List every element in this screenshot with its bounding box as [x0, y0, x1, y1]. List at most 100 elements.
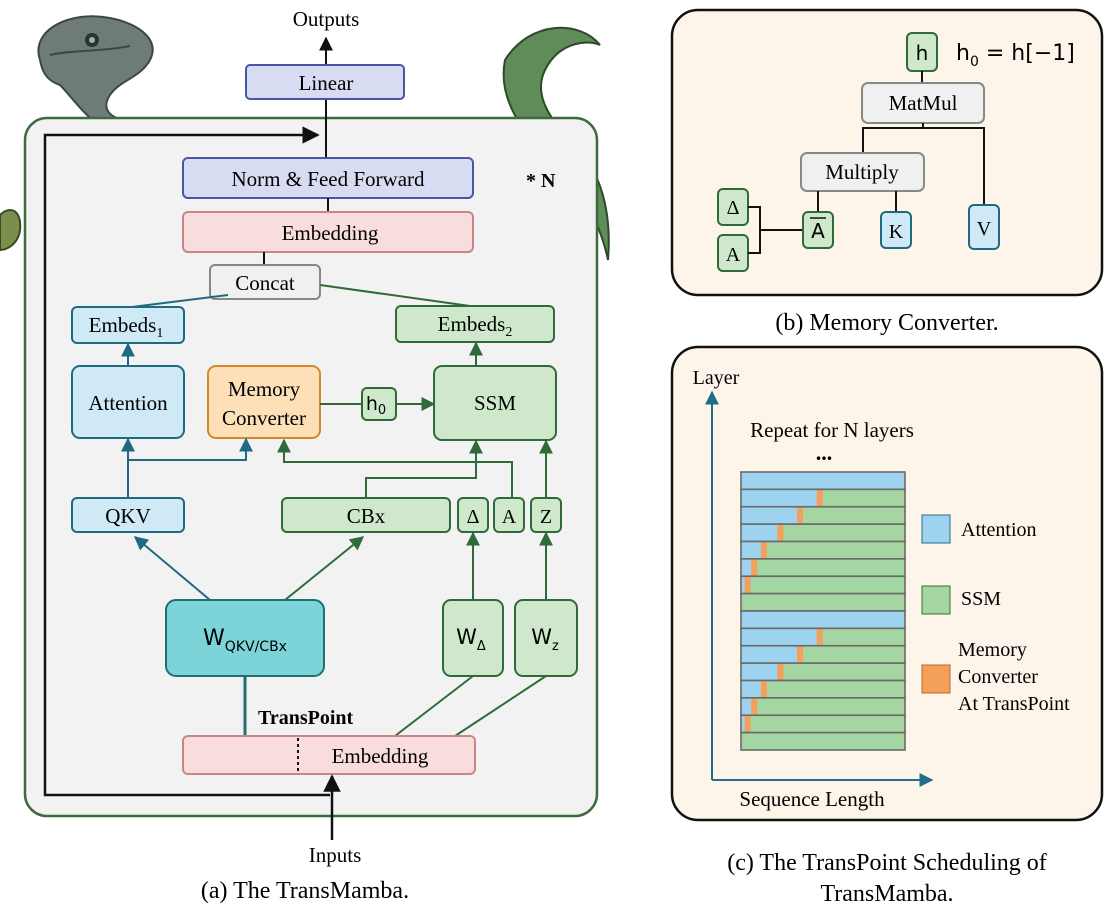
residual-connection	[43, 126, 330, 797]
memory-converter-box	[207, 365, 321, 439]
repeat-n-label: * N	[526, 170, 556, 192]
schedule-attention-segment	[741, 506, 801, 525]
ssm-label: SSM	[474, 391, 516, 415]
cbx-ssm-arrow	[365, 439, 483, 498]
v-box	[968, 204, 1000, 250]
outputs-label: Outputs	[293, 7, 360, 31]
schedule-attention-segment	[741, 472, 905, 490]
h-label: h	[916, 41, 929, 65]
linear-box	[245, 64, 405, 100]
embeds1-concat-line	[131, 294, 229, 308]
schedule-ssm-segment	[800, 506, 905, 525]
schedule-attention-segment	[741, 489, 820, 507]
embedding-w-z-line	[454, 675, 547, 737]
schedule-ssm-segment	[741, 593, 905, 611]
schedule-memory-converter-mark	[751, 697, 758, 716]
cbx-label: CBx	[347, 504, 386, 528]
concat-box	[209, 264, 321, 300]
schedule-attention-segment	[741, 541, 764, 559]
schedule-ssm-segment	[763, 680, 905, 698]
embedding-top-label: Embedding	[282, 221, 379, 245]
delta-label: Δ	[467, 506, 480, 528]
legend-ssm-swatch	[921, 585, 951, 615]
schedule-ssm-segment	[741, 732, 905, 750]
embedding-top-box	[182, 211, 474, 253]
w-z-label: Wz	[531, 625, 559, 654]
b-a-label: A	[726, 244, 741, 266]
schedule-attention-segment	[741, 680, 764, 698]
multiply-box	[800, 152, 925, 192]
w-cbx-arrow	[284, 536, 365, 601]
schedule-ssm-segment	[763, 541, 905, 559]
w-qkv-cbx-box	[165, 599, 325, 677]
w-delta-label: WΔ	[456, 625, 486, 654]
a-bar-label: A	[811, 219, 825, 243]
a-box	[493, 497, 525, 533]
schedule-ssm-segment	[780, 524, 905, 542]
schedule-attention-segment	[741, 697, 755, 716]
legend-attention-swatch	[921, 514, 951, 544]
a-memory-arrow	[277, 438, 513, 498]
repeat-dots: ...	[816, 440, 833, 465]
schedule-ssm-segment	[747, 576, 905, 594]
transpoint-label: TransPoint	[258, 707, 354, 729]
embedding-w-delta-line	[394, 675, 474, 737]
schedule-attention-segment	[741, 663, 781, 681]
legend-ssm-label: SSM	[961, 588, 1001, 610]
legend-mc-label-2: Converter	[958, 666, 1038, 688]
snake-head-illustration	[37, 15, 154, 124]
x-axis-label: Sequence Length	[739, 787, 885, 811]
ssm-box	[433, 365, 557, 441]
schedule-memory-converter-mark	[777, 663, 784, 681]
schedule-ssm-segment	[747, 715, 905, 733]
h0-equation: h0 = h[−1]	[956, 41, 1075, 70]
schedule-attention-segment	[741, 645, 801, 664]
schedule-attention-segment	[741, 576, 748, 594]
embeds2-label: Embeds2	[438, 312, 513, 340]
multiply-label: Multiply	[825, 160, 899, 184]
schedule-memory-converter-mark	[816, 489, 823, 507]
qkv-memory-arrow	[128, 437, 253, 461]
matmul-label: MatMul	[889, 91, 958, 115]
schedule-attention-segment	[741, 628, 820, 646]
legend-attention-label: Attention	[961, 519, 1037, 541]
schedule-ssm-segment	[780, 663, 905, 681]
caption-c-line2: TransMamba.	[820, 881, 953, 907]
w-qkv-cbx-label: WQKV/CBx	[203, 626, 287, 655]
embeds2-concat-line	[319, 284, 471, 307]
schedule-grid	[740, 471, 906, 751]
schedule-memory-converter-mark	[744, 576, 751, 594]
schedule-attention-segment	[741, 715, 748, 733]
k-box	[880, 211, 912, 249]
memory-converter-label-1: Memory	[228, 377, 301, 401]
schedule-memory-converter-mark	[751, 558, 758, 577]
schedule-attention-segment	[741, 524, 781, 542]
schedule-memory-converter-mark	[816, 628, 823, 646]
qkv-box	[71, 497, 185, 533]
schedule-ssm-segment	[819, 628, 905, 646]
schedule-ssm-segment	[754, 697, 905, 716]
schedule-row	[740, 731, 906, 751]
k-label: K	[889, 221, 904, 243]
embedding-bottom-label: Embedding	[332, 744, 429, 768]
inputs-label: Inputs	[309, 843, 362, 867]
cbx-box	[281, 497, 451, 533]
schedule-ssm-segment	[800, 645, 905, 664]
w-qkv-arrow	[133, 536, 211, 601]
b-delta-label: Δ	[727, 197, 740, 219]
repeat-label: Repeat for N layers	[750, 418, 914, 442]
a-bar-box	[802, 211, 834, 249]
attention-label: Attention	[88, 391, 168, 415]
schedule-attention-segment	[741, 611, 905, 629]
schedule-memory-converter-mark	[777, 524, 784, 542]
legend-mc-label-1: Memory	[958, 639, 1027, 661]
embeds1-label: Embeds1	[89, 313, 164, 341]
z-label: Z	[540, 506, 552, 528]
embedding-bottom-box	[182, 735, 476, 775]
caption-b: (b) Memory Converter.	[775, 310, 998, 336]
schedule-memory-converter-mark	[797, 645, 804, 664]
y-axis-label: Layer	[693, 367, 740, 389]
schedule-attention-segment	[741, 558, 755, 577]
linear-label: Linear	[299, 71, 354, 95]
